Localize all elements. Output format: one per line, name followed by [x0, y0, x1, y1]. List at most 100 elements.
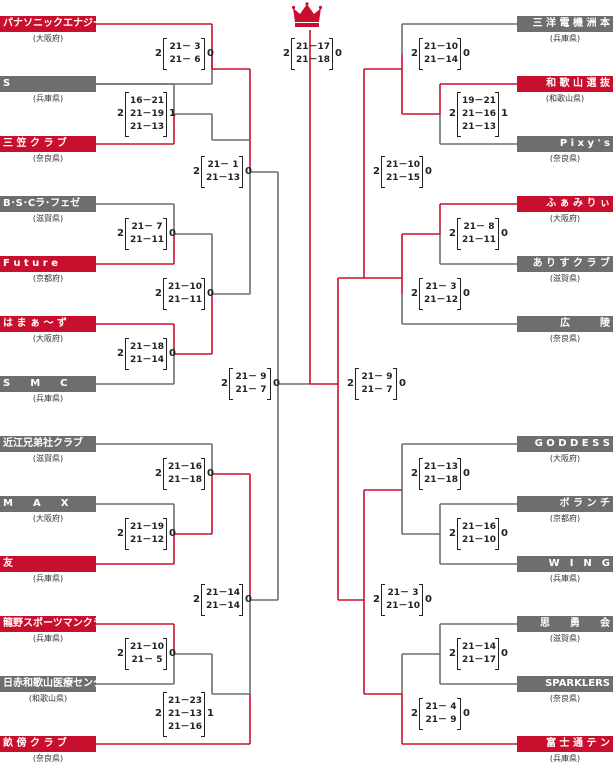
- games-lost: 0: [207, 48, 214, 59]
- game-scores: 21－19 21－12: [129, 522, 165, 545]
- games-lost: 0: [207, 468, 214, 479]
- team-name: 龍野スポーツマンクラブ: [0, 616, 96, 632]
- games-lost: 0: [245, 594, 252, 605]
- games-won: 2: [373, 166, 380, 177]
- bracket-right: [495, 518, 499, 550]
- team-name: W I N G: [517, 556, 613, 572]
- team-prefecture: (兵庫県): [549, 754, 581, 763]
- team-name: 近江兄弟社クラブ: [0, 436, 96, 452]
- game-scores: 21－18 21－14: [129, 342, 165, 365]
- bracket-left: [163, 458, 167, 490]
- games-won: 2: [373, 594, 380, 605]
- game-scores: 21－23 21－13 21－16: [167, 695, 203, 732]
- team-name: 三 洋 電 機 洲 本: [517, 16, 613, 32]
- team-name: S M C: [0, 376, 96, 392]
- team-name: 畝 傍 ク ラ ブ: [0, 736, 96, 752]
- game-scores: 21－14 21－17: [461, 642, 497, 665]
- game-scores: 21－10 21－14: [423, 42, 459, 65]
- games-lost: 0: [463, 468, 470, 479]
- bracket-right: [201, 278, 205, 310]
- team-prefecture: (兵庫県): [32, 634, 64, 643]
- games-won: 2: [193, 166, 200, 177]
- bracket-right: [201, 38, 205, 70]
- team-prefecture: (滋賀県): [32, 214, 64, 223]
- games-won: 2: [117, 108, 124, 119]
- team-name: 広 陵: [517, 316, 613, 332]
- team-prefecture: (兵庫県): [549, 34, 581, 43]
- bracket-left: [125, 518, 129, 550]
- bracket-right: [201, 691, 205, 737]
- game-scores: 21－ 9 21－ 7: [235, 372, 267, 395]
- games-lost: 0: [207, 288, 214, 299]
- crown-icon: [292, 2, 322, 27]
- team-prefecture: (和歌山県): [545, 94, 585, 103]
- bracket-left: [457, 518, 461, 550]
- bracket-left: [291, 38, 295, 70]
- games-won: 2: [411, 288, 418, 299]
- team-prefecture: (大阪府): [32, 34, 64, 43]
- bracket-left: [419, 38, 423, 70]
- team-prefecture: (滋賀県): [549, 634, 581, 643]
- team-name: 富 士 通 テ ン: [517, 736, 613, 752]
- team-prefecture: (奈良県): [549, 154, 581, 163]
- team-name: あ り す ク ラ ブ: [517, 256, 613, 272]
- games-lost: 0: [463, 288, 470, 299]
- bracket-left: [125, 218, 129, 250]
- bracket-left: [419, 278, 423, 310]
- bracket-left: [457, 638, 461, 670]
- team-name: は ま ぁ 〜 ず: [0, 316, 96, 332]
- team-prefecture: (滋賀県): [32, 454, 64, 463]
- team-name: S: [0, 76, 96, 92]
- team-prefecture: (奈良県): [549, 694, 581, 703]
- team-name: パナソニックエナジー: [0, 16, 96, 32]
- game-scores: 16－21 21－19 21－13: [129, 95, 165, 132]
- team-name: 日赤和歌山医療センター: [0, 676, 96, 692]
- bracket-left: [125, 338, 129, 370]
- games-lost: 0: [169, 648, 176, 659]
- games-lost: 0: [169, 348, 176, 359]
- team-prefecture: (兵庫県): [32, 574, 64, 583]
- games-lost: 0: [463, 708, 470, 719]
- game-scores: 21－13 21－18: [423, 462, 459, 485]
- bracket-right: [457, 698, 461, 730]
- game-scores: 21－16 21－18: [167, 462, 203, 485]
- game-scores: 21－10 21－15: [385, 160, 421, 183]
- bracket-right: [457, 458, 461, 490]
- game-scores: 21－ 3 21－ 6: [169, 42, 201, 65]
- bracket-right: [163, 338, 167, 370]
- games-lost: 0: [399, 378, 406, 389]
- game-scores: 21－ 4 21－ 9: [425, 702, 457, 725]
- bracket-right: [267, 368, 271, 400]
- game-scores: 21－ 1 21－13: [205, 160, 241, 183]
- team-name: 和 歌 山 選 抜: [517, 76, 613, 92]
- game-scores: 21－17 21－18: [295, 42, 331, 65]
- game-scores: 21－ 9 21－ 7: [361, 372, 393, 395]
- team-name: B･S･Cラ･フェゼ: [0, 196, 96, 212]
- games-lost: 0: [273, 378, 280, 389]
- bracket-right: [495, 218, 499, 250]
- bracket-right: [457, 38, 461, 70]
- games-won: 2: [117, 528, 124, 539]
- bracket-left: [229, 368, 233, 400]
- bracket-right: [329, 38, 333, 70]
- games-won: 2: [117, 348, 124, 359]
- game-scores: 21－ 3 21－12: [423, 282, 459, 305]
- team-name: SPARKLERS: [517, 676, 613, 692]
- team-name: ボ ラ ン チ: [517, 496, 613, 512]
- games-won: 2: [449, 528, 456, 539]
- bracket-left: [419, 458, 423, 490]
- team-prefecture: (奈良県): [32, 754, 64, 763]
- game-scores: 21－ 3 21－10: [385, 588, 421, 611]
- games-lost: 1: [207, 708, 214, 719]
- game-scores: 21－10 21－11: [167, 282, 203, 305]
- games-won: 2: [155, 708, 162, 719]
- bracket-left: [457, 218, 461, 250]
- bracket-left: [381, 156, 385, 188]
- bracket-right: [239, 156, 243, 188]
- bracket-left: [201, 584, 205, 616]
- team-name: 思 勇 会: [517, 616, 613, 632]
- games-won: 2: [117, 648, 124, 659]
- bracket-left: [125, 91, 129, 137]
- bracket-right: [163, 638, 167, 670]
- bracket-left: [163, 278, 167, 310]
